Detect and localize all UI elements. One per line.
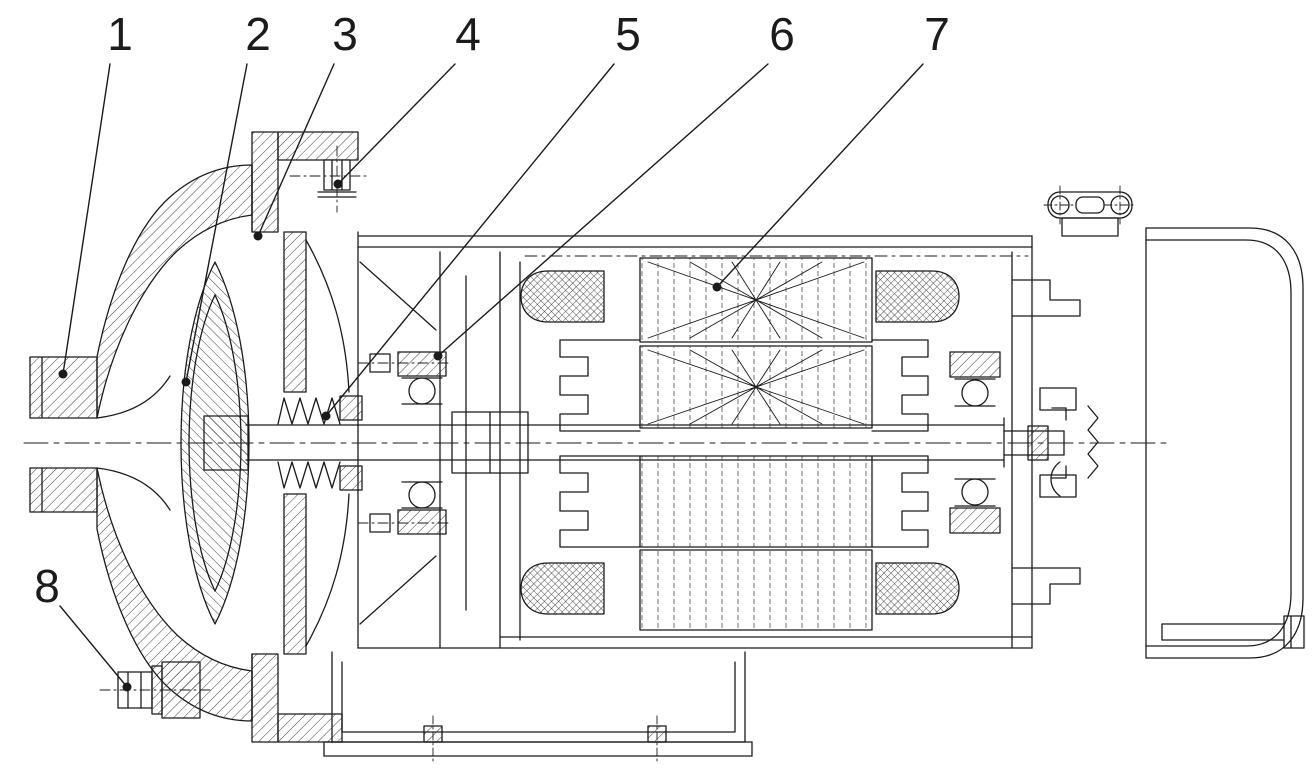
- motor-frame: [357, 235, 1033, 649]
- rotor-core: [559, 339, 929, 548]
- shaft: [245, 407, 1067, 479]
- callout-leader-vent-plug-bolt: [337, 63, 456, 185]
- callout-dot-vent-plug-bolt: [333, 179, 343, 189]
- casing-cover: [283, 231, 363, 655]
- callout-dot-mechanical-seal: [321, 411, 331, 421]
- stator-windings: [520, 270, 960, 615]
- callout-leader-drain-plug: [59, 605, 128, 688]
- callout-label-impeller: 2: [245, 8, 271, 60]
- callout-leader-pump-inlet: [62, 63, 111, 375]
- callout-label-pump-casing: 3: [332, 8, 358, 60]
- callout-label-mechanical-seal: 5: [615, 8, 641, 60]
- callout-label-pump-inlet: 1: [107, 8, 133, 60]
- stator-core: [639, 257, 873, 631]
- callout-label-stator-winding: 7: [924, 8, 950, 60]
- fan-cover: [1145, 227, 1305, 659]
- callout-dot-pump-casing: [253, 231, 263, 241]
- callout-dot-impeller: [181, 377, 191, 387]
- callout-label-drain-plug: 8: [34, 560, 60, 612]
- terminal-box: [1043, 185, 1137, 237]
- pump-inlet: [29, 356, 98, 513]
- vent-plug-bolt: [289, 145, 369, 213]
- impeller: [180, 261, 250, 625]
- callout-leader-impeller: [185, 63, 248, 383]
- callout-label-vent-plug-bolt: 4: [455, 8, 481, 60]
- motor-adapter: [357, 231, 521, 649]
- callout-dot-stator-winding: [712, 282, 722, 292]
- callout-dot-drain-plug: [122, 682, 132, 692]
- callout-label-bearing: 6: [769, 8, 795, 60]
- callout-leader-mechanical-seal: [325, 63, 615, 417]
- callout-leader-pump-casing: [257, 63, 335, 237]
- rear-bracket: [1011, 251, 1099, 649]
- mechanical-seal: [277, 397, 341, 489]
- callout-dot-pump-inlet: [58, 369, 68, 379]
- callout-layer: 1 2 3 4 5 6 7 8: [34, 8, 950, 692]
- rear-bearing: [949, 351, 1001, 534]
- callout-dot-bearing: [433, 351, 443, 361]
- drain-plug: [99, 661, 215, 719]
- callout-leader-stator-winding: [716, 63, 924, 288]
- callout-leader-bearing: [437, 63, 769, 357]
- base: [323, 651, 753, 763]
